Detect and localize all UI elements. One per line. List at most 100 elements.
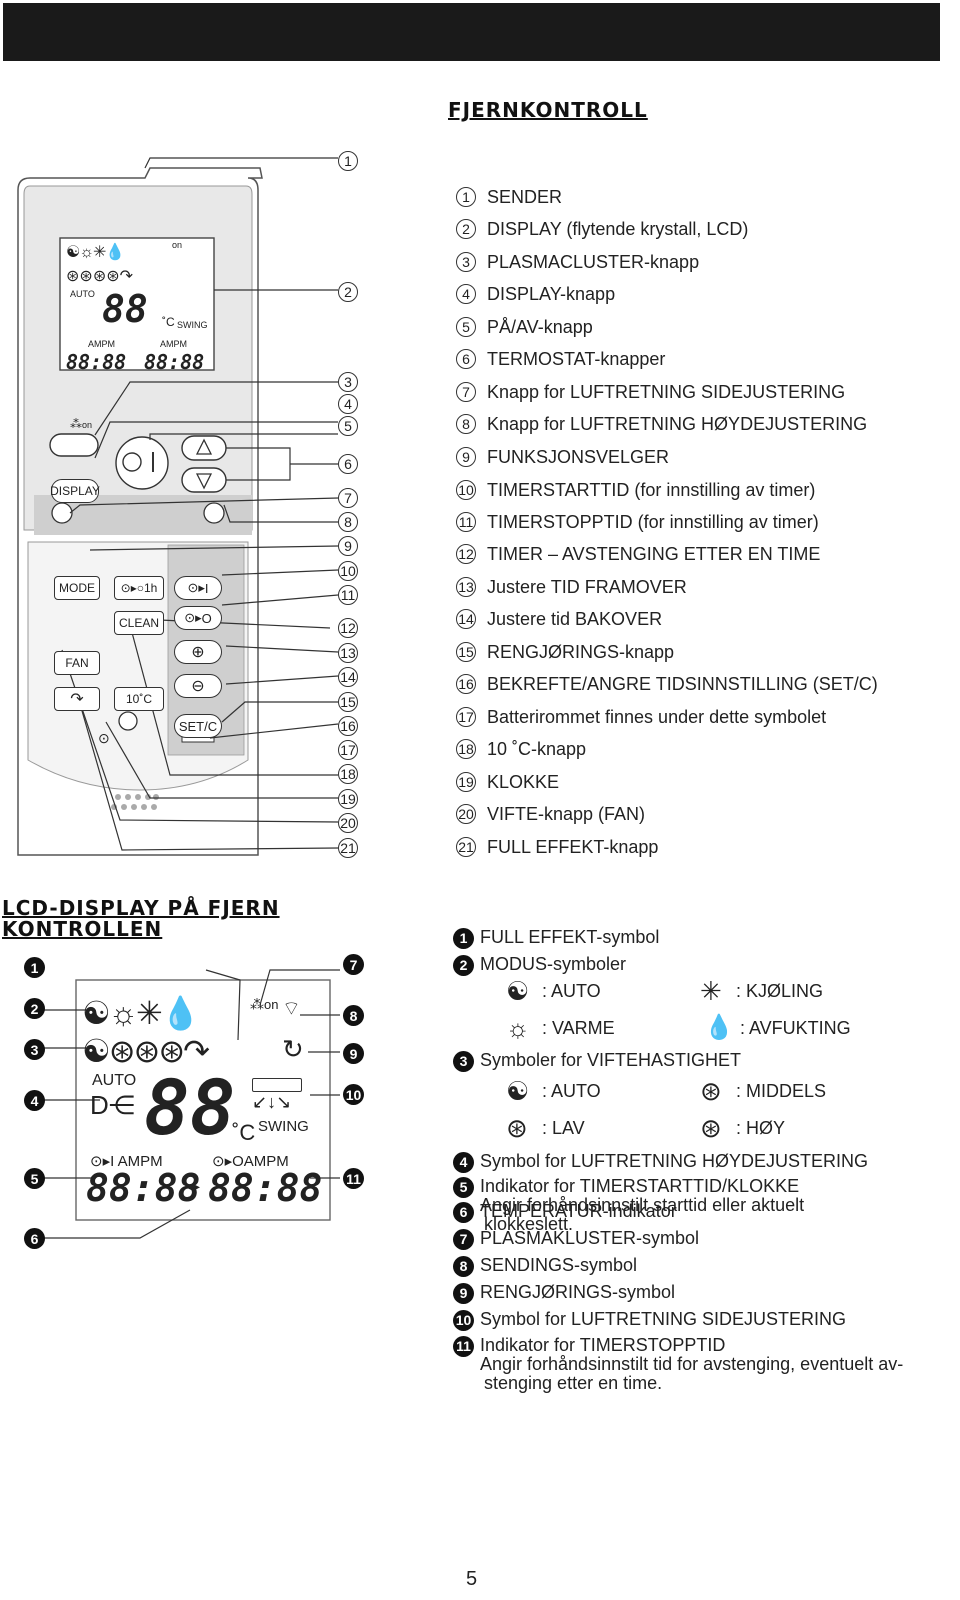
lcd-callout-number: 9 [343,1043,364,1064]
lcd-item-text: PLASMAKLUSTER-symbol [480,1228,700,1248]
remote-part-text: FUNKSJONSVELGER [487,446,670,467]
mode-dry-symbol: 💧: AVFUKTING [704,1014,851,1041]
lcd-clock-start: 88:88 [86,1166,201,1210]
mode-cool-symbol: ✳: KJØLING [700,976,824,1006]
lcd-auto-label: AUTO [92,1072,137,1089]
remote-part-item: 18 10 ˚C-knapp [456,736,586,762]
header-bar [3,3,940,61]
timer-start-button[interactable]: ⊙▸I [174,576,222,600]
remote-lcd-mode-icons: ☯☼✳💧 [66,244,125,261]
remote-callout-number: 14 [338,667,358,687]
fan-button[interactable]: FAN [54,651,100,675]
remote-callout-number: 19 [338,789,358,809]
time-forward-button[interactable]: ⊕ [174,640,222,664]
lcd-callout-number: 4 [24,1090,45,1111]
lcd-section-heading: LCD-DISPLAY PÅ FJERN KONTROLLEN [2,898,280,940]
remote-part-text: BEKREFTE/ANGRE TIDSINNSTILLING (SET/C) [487,673,878,694]
remote-part-number: 18 [456,739,476,759]
remote-lcd-temp-digits: 88 [102,287,148,331]
remote-part-number: 8 [456,414,476,434]
lcd-item-number: 11 [453,1336,474,1357]
remote-part-text: Knapp for LUFTRETNING HØYDEJUSTERING [487,413,868,434]
remote-lcd-ampm-2: AMPM [160,339,187,349]
remote-part-number: 17 [456,707,476,727]
page-title: FJERNKONTROLL [448,98,648,122]
lcd-timer-start-label: ⊙▸I AMPM [90,1153,163,1170]
lcd-item-text: Symboler for VIFTEHASTIGHET [480,1050,742,1070]
remote-callout-number: 7 [338,488,358,508]
fan-auto-symbol: ☯: AUTO [506,1076,601,1106]
lcd-item-11: 11 Indikator for TIMERSTOPPTID Angir for… [453,1336,903,1393]
time-back-button[interactable]: ⊖ [174,674,222,698]
auto-icon: ☯ [506,976,530,1006]
remote-part-number: 16 [456,674,476,694]
remote-callout-number: 5 [338,416,358,436]
lcd-diagram-content: ☯☼✳💧 ⁂on ⌔ ☯⊛⊛⊛↷ ↻ AUTO D⋲ 88 ˚C ↙↓↘ SWI… [82,986,322,1226]
remote-callout-number: 2 [338,282,358,302]
lcd-diagram [42,969,340,1239]
remote-callout-number: 17 [338,740,358,760]
lcd-item-text: Indikator for TIMERSTOPPTID [480,1335,726,1355]
timer-stop-button[interactable]: ⊙▸O [174,606,222,630]
remote-part-text: KLOKKE [487,771,560,792]
snowflake-icon: ✳ [700,976,722,1006]
timer-1h-button[interactable]: ⊙▸○1h [114,576,164,600]
remote-part-text: TERMOSTAT-knapper [487,348,666,369]
remote-lcd-ampm-1: AMPM [88,339,115,349]
clean-button[interactable]: CLEAN [114,611,164,635]
lcd-item-text: Indikator for TIMERSTARTTID/KLOKKE [480,1176,800,1196]
remote-lcd-clock-2: 88:88 [144,350,205,374]
remote-part-text: Knapp for LUFTRETNING SIDEJUSTERING [487,381,846,402]
fan-mid-icon: ⊛ [700,1076,722,1106]
remote-callout-number: 18 [338,764,358,784]
mode-button[interactable]: MODE [54,576,100,600]
remote-part-text: DISPLAY-knapp [487,283,616,304]
lcd-plasma-icon: ⁂on [250,996,279,1012]
lcd-callout-number: 8 [343,1005,364,1026]
lcd-callout-number: 1 [24,957,45,978]
remote-part-text: 10 ˚C-knapp [487,738,587,759]
remote-part-number: 5 [456,317,476,337]
remote-callout-number: 3 [338,372,358,392]
remote-callout-number: 10 [338,561,358,581]
remote-part-text: TIMER – AVSTENGING ETTER EN TIME [487,543,821,564]
remote-callout-number: 21 [338,838,358,858]
lcd-heading-line2: KONTROLLEN [2,917,163,941]
display-button[interactable]: DISPLAY [50,479,100,503]
ten-degree-button[interactable]: 10˚C [114,687,164,711]
clock-icon: ⊙ [98,730,110,746]
lcd-callout-number: 11 [343,1168,364,1189]
full-power-button[interactable]: ↷ [54,687,100,711]
lcd-on-label: on [264,997,279,1012]
remote-part-number: 3 [456,252,476,272]
lcd-item-number: 5 [453,1177,474,1198]
lcd-temp-digits: 88 [144,1063,236,1152]
lcd-timer-start-icon: ⊙▸ [90,1153,111,1170]
lcd-item-number: 9 [453,1283,474,1304]
lcd-callout-number: 10 [343,1084,364,1105]
lcd-clock-arrow-icon: ◂▸ [186,1178,201,1194]
lcd-item-subtext: Angir forhåndsinnstilt starttid eller ak… [480,1195,805,1215]
lcd-item-text: Symbol for LUFTRETNING SIDEJUSTERING [480,1309,847,1329]
remote-part-number: 14 [456,609,476,629]
lcd-clean-icon: ↻ [282,1034,304,1064]
remote-control-illustration [17,157,339,856]
setc-button[interactable]: SET/C [174,714,222,738]
remote-callout-number: 1 [338,151,358,171]
remote-callout-number: 9 [338,536,358,556]
lcd-item-number: 3 [453,1051,474,1072]
